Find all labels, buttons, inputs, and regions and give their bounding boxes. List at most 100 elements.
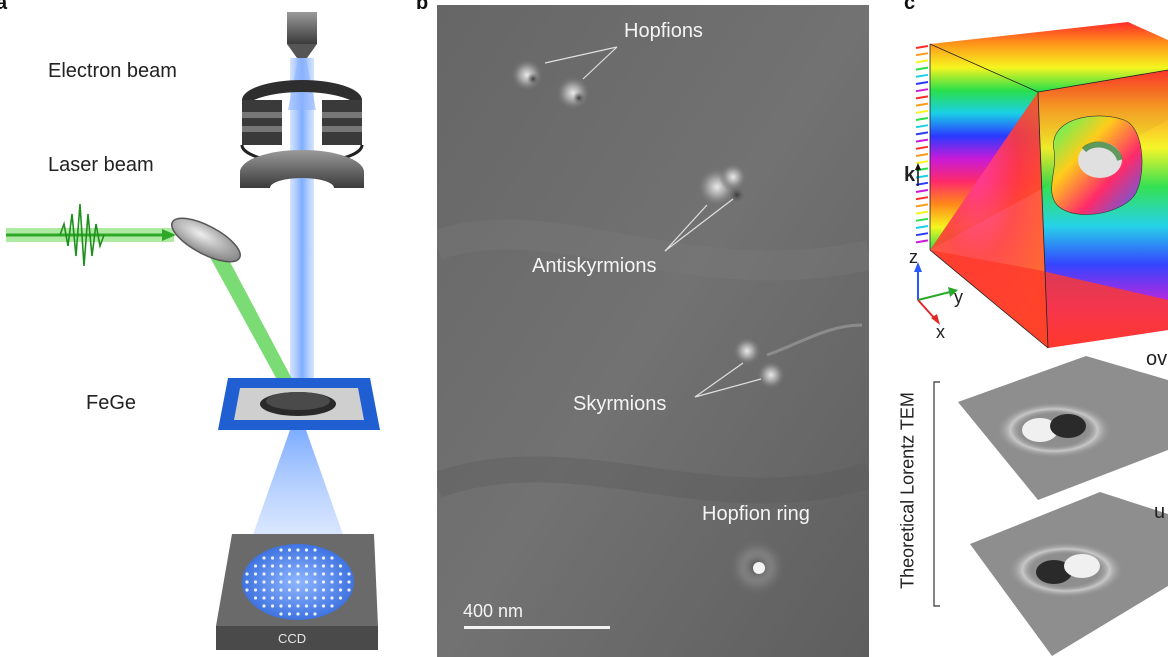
diffraction-spot — [313, 588, 317, 592]
spin-arrow — [915, 109, 929, 114]
annotation-pointers — [544, 46, 762, 398]
diffraction-spot — [287, 556, 292, 560]
diffraction-spot — [304, 588, 309, 592]
diffraction-spot — [279, 612, 283, 616]
coordinate-axes-icon — [914, 262, 958, 325]
sample-holder-icon — [218, 378, 380, 430]
axis-label-k: k — [904, 164, 916, 186]
diffraction-spot — [262, 588, 266, 592]
spin-arrow — [915, 102, 929, 107]
diffraction-spot — [270, 588, 275, 592]
skyrmion-feature — [733, 337, 785, 389]
spin-arrow — [915, 153, 929, 157]
label-underfocus-partial: u — [1154, 501, 1166, 523]
diffraction-spot — [270, 580, 275, 584]
experiment-schematic — [6, 12, 380, 650]
diffraction-spot — [270, 572, 275, 576]
spin-arrow — [915, 73, 929, 78]
diffraction-spot — [304, 548, 309, 552]
axis-label-y: y — [954, 287, 963, 307]
hopfion-torus-icon — [1051, 115, 1143, 215]
diffraction-spot — [304, 564, 309, 568]
diffraction-spot — [304, 556, 309, 560]
diffraction-spot — [262, 556, 266, 560]
condenser-aperture-icon — [240, 150, 364, 188]
spin-arrow — [915, 131, 929, 136]
diffraction-spot — [321, 564, 326, 568]
spin-arrow — [915, 160, 929, 165]
diffraction-spot — [270, 596, 275, 600]
mirror-icon — [171, 217, 241, 263]
diffraction-spot — [330, 564, 334, 568]
diffraction-spot — [313, 564, 317, 568]
spin-arrow — [915, 124, 929, 129]
diffraction-spot — [253, 596, 258, 600]
hopfion-3d-render — [914, 22, 1168, 349]
diffraction-spot — [287, 548, 292, 552]
spin-arrow — [915, 66, 929, 71]
panel-label-c: c — [904, 0, 916, 14]
spin-arrow — [915, 189, 929, 193]
diffraction-spot — [253, 572, 258, 576]
diffraction-spot — [270, 564, 275, 568]
diffraction-spot — [330, 588, 334, 592]
diffraction-spot — [330, 596, 334, 600]
diffraction-spot — [287, 572, 292, 576]
spin-arrow — [915, 145, 929, 150]
diffraction-spot — [304, 572, 309, 576]
diffraction-spot — [253, 588, 258, 592]
hopfion-feature — [511, 59, 590, 110]
diffraction-spot — [262, 604, 266, 608]
diffraction-spot — [287, 564, 292, 568]
electron-gun-icon — [287, 12, 317, 58]
diffraction-spot — [270, 604, 275, 608]
diffraction-spot — [313, 548, 317, 552]
diffraction-spot — [330, 580, 334, 584]
label-electron-beam: Electron beam — [48, 60, 177, 82]
panel-c: c — [888, 0, 1168, 657]
diffraction-spot — [262, 572, 266, 576]
label-antiskyrmions: Antiskyrmions — [532, 255, 657, 277]
theoretical-tem-maps — [933, 356, 1168, 656]
diffraction-spot — [338, 580, 343, 584]
laser-pulse-icon — [59, 203, 105, 267]
diffraction-spot — [304, 612, 309, 616]
diffraction-spot — [321, 556, 326, 560]
spin-arrow — [915, 225, 929, 229]
label-hopfions: Hopfions — [624, 20, 703, 42]
diffraction-spot — [330, 604, 334, 608]
spin-arrow — [915, 203, 929, 208]
spin-arrow — [915, 81, 929, 85]
diffraction-spot — [253, 564, 258, 568]
lorentz-tem-micrograph — [437, 5, 869, 657]
diffraction-spot — [313, 612, 317, 616]
side-label-theoretical-lorentz-tem: Theoretical Lorentz TEM — [897, 392, 918, 589]
diffraction-spot — [245, 572, 249, 576]
diffraction-spot — [313, 604, 317, 608]
diffraction-spot — [313, 580, 317, 584]
diffraction-spot — [296, 612, 300, 616]
diffraction-spot — [245, 580, 249, 584]
diffraction-spot — [321, 572, 326, 576]
diffraction-spot — [313, 572, 317, 576]
ccd-detector-icon — [216, 534, 378, 650]
label-hopfion-ring: Hopfion ring — [702, 503, 810, 525]
label-overfocus-partial: ov — [1146, 348, 1168, 370]
spin-arrow — [915, 95, 929, 100]
diffraction-spot — [330, 556, 334, 560]
diffraction-spot — [287, 612, 292, 616]
label-ccd: CCD — [278, 631, 307, 646]
diffraction-spot — [245, 588, 249, 592]
diffraction-spot — [304, 604, 309, 608]
diffraction-spot — [279, 564, 283, 568]
diffraction-spot — [321, 596, 326, 600]
diffraction-spot — [321, 580, 326, 584]
diffraction-spot — [296, 588, 300, 592]
diffraction-spot — [321, 604, 326, 608]
diffraction-spot — [279, 596, 283, 600]
diffraction-spot — [287, 604, 292, 608]
panel-label-b: b — [416, 0, 429, 14]
diffraction-spot — [287, 588, 292, 592]
diffraction-spot — [296, 596, 300, 600]
tem-map-overfocus — [958, 356, 1168, 500]
